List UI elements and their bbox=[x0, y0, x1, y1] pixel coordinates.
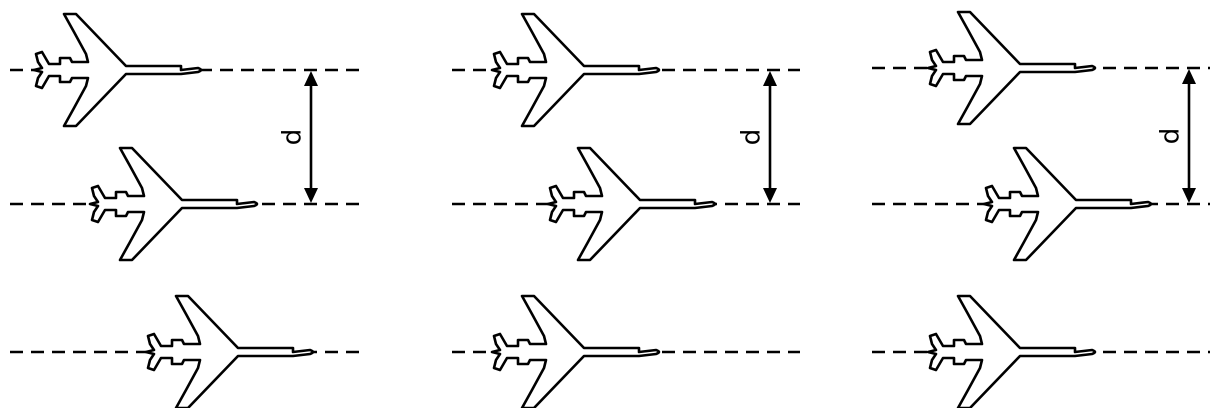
formation-1: d bbox=[10, 12, 360, 408]
aircraft-icon bbox=[982, 146, 1153, 262]
separation-dimension: d bbox=[1156, 69, 1196, 203]
separation-label: d bbox=[1156, 128, 1186, 145]
aircraft-icon bbox=[546, 146, 717, 262]
aircraft-icon bbox=[32, 12, 203, 128]
aircraft-icon bbox=[88, 146, 259, 262]
aircraft-icon bbox=[490, 12, 661, 128]
aircraft-icon bbox=[926, 294, 1097, 408]
aircraft-icon bbox=[144, 294, 315, 408]
aircraft-icon bbox=[926, 10, 1097, 126]
formation-3: d bbox=[872, 10, 1210, 408]
separation-dimension: d bbox=[278, 71, 318, 203]
separation-label: d bbox=[737, 129, 767, 146]
separation-label: d bbox=[278, 129, 308, 146]
aircraft-icon bbox=[490, 294, 661, 408]
formation-2: d bbox=[452, 12, 800, 408]
separation-dimension: d bbox=[737, 71, 777, 203]
